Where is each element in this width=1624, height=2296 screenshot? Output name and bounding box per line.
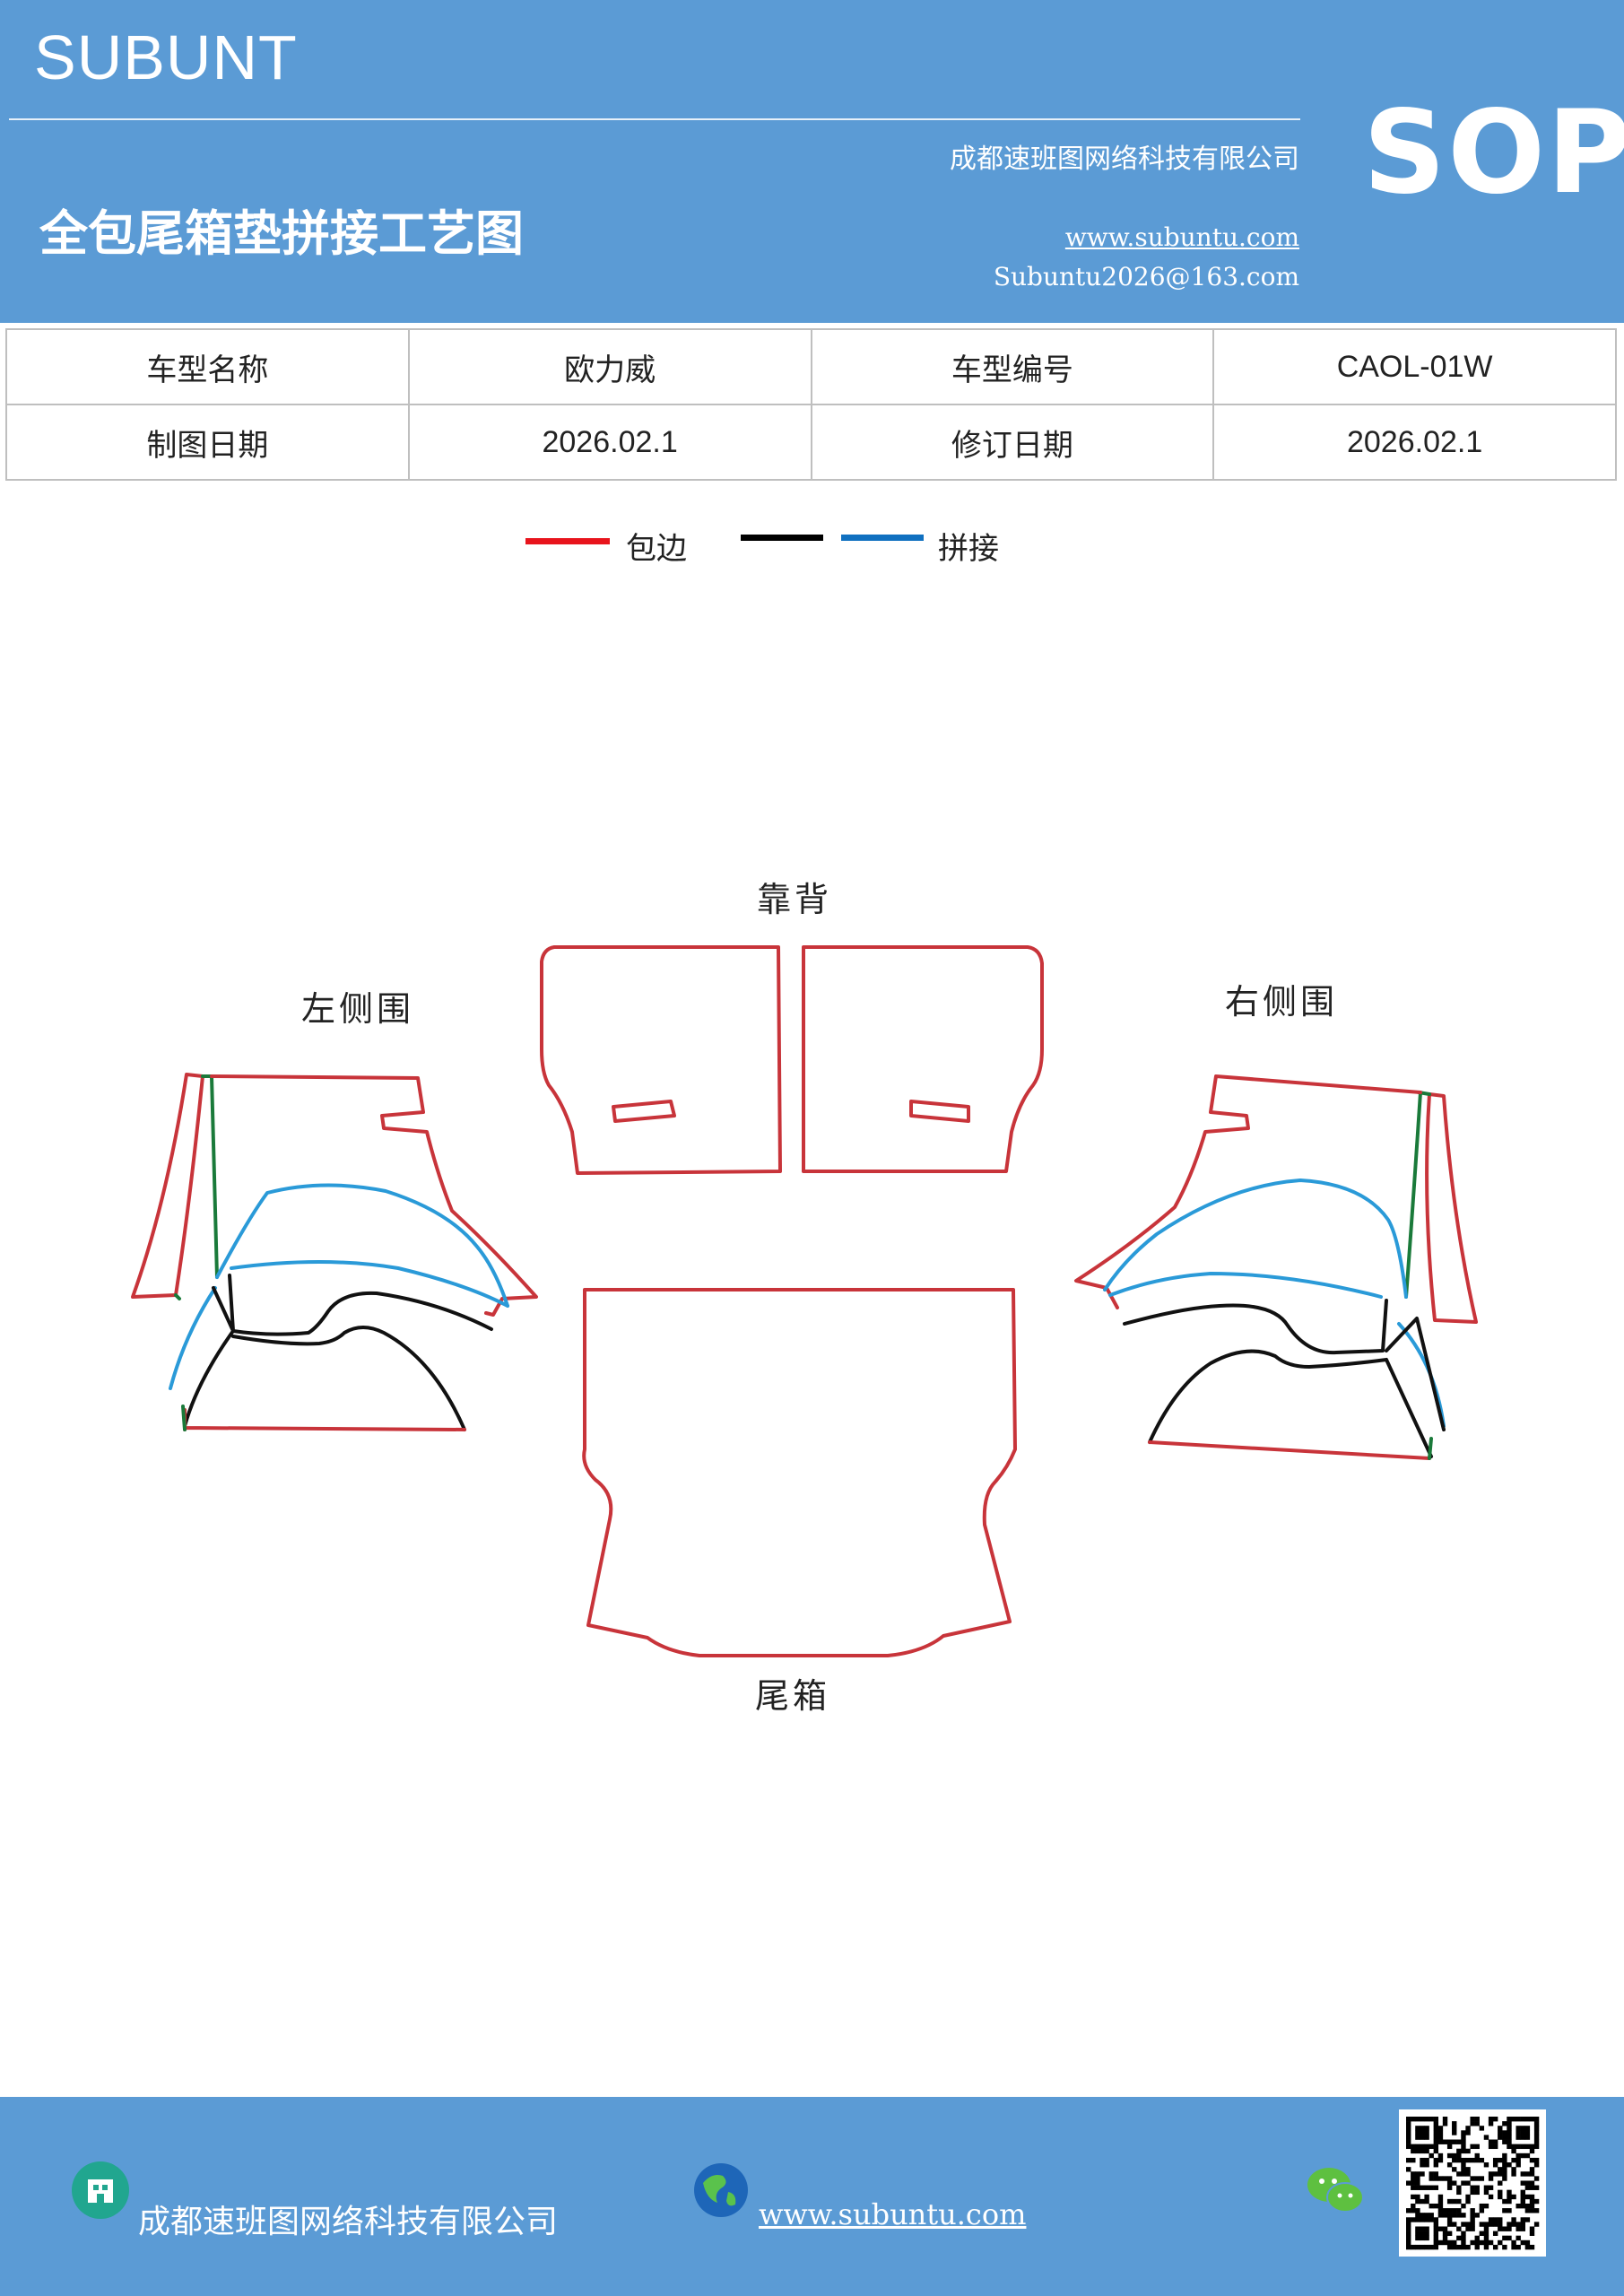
table-row: 车型名称 欧力威 车型编号 CAOL-01W <box>5 328 1617 405</box>
left-side-red-strip <box>131 1073 204 1299</box>
left-side-black-arch <box>183 1274 493 1431</box>
backrest-left-slot <box>612 1100 676 1123</box>
trunk-label: 尾箱 <box>755 1676 831 1716</box>
trunk-floor <box>582 1288 1017 1657</box>
model-name-label: 车型名称 <box>5 328 410 405</box>
legend-splice-swatch <box>841 535 924 541</box>
revise-date-value: 2026.02.1 <box>1212 404 1617 481</box>
model-name-value: 欧力威 <box>407 328 812 405</box>
header-divider <box>9 118 1300 120</box>
backrest-right-panel <box>802 945 1044 1173</box>
right-side-black-arch <box>1123 1299 1446 1458</box>
right-side-blue-arch <box>1103 1178 1408 1299</box>
draw-date-label: 制图日期 <box>5 404 410 481</box>
legend-edge-label: 包边 <box>626 531 687 567</box>
sop-badge: SOP <box>1363 86 1624 220</box>
model-code-value: CAOL-01W <box>1212 328 1617 405</box>
draw-date-value: 2026.02.1 <box>407 404 812 481</box>
right-side-bottom-green <box>1428 1437 1433 1460</box>
left-side-bottom <box>183 1408 466 1431</box>
right-side-red-strip <box>1425 1092 1478 1324</box>
left-side-blue-lower <box>169 1260 509 1390</box>
right-side-blue-lower <box>1108 1272 1446 1428</box>
building-icon <box>72 2161 129 2219</box>
footer-banner: 成都速班图网络科技有限公司 www.subuntu.com <box>0 2097 1624 2296</box>
footer-company: 成都速班图网络科技有限公司 <box>138 2204 559 2240</box>
left-side-label: 左侧围 <box>301 989 415 1029</box>
right-side-label: 右侧围 <box>1225 982 1339 1022</box>
globe-icon <box>694 2163 748 2217</box>
legend-black-swatch <box>741 535 823 541</box>
pattern-diagram <box>131 945 1478 1657</box>
header-banner: SUBUNT 成都速班图网络科技有限公司 全包尾箱垫拼接工艺图 www.subu… <box>0 0 1624 323</box>
right-side-bottom <box>1148 1440 1431 1460</box>
legend-splice-label: 拼接 <box>938 531 999 567</box>
right-side-upper <box>1074 1074 1422 1309</box>
wechat-icon <box>1307 2168 1364 2213</box>
backrest-left-panel <box>540 945 782 1175</box>
legend: 包边 拼接 <box>0 520 1624 583</box>
header-website-link[interactable]: www.subuntu.com <box>1064 222 1299 252</box>
left-side-upper <box>210 1074 538 1317</box>
model-code-label: 车型编号 <box>810 328 1215 405</box>
page-title: 全包尾箱垫拼接工艺图 <box>39 205 524 262</box>
qr-code[interactable] <box>1399 2109 1546 2257</box>
backrest-right-slot <box>909 1100 970 1123</box>
left-side-bottom-green <box>181 1405 187 1431</box>
revise-date-label: 修订日期 <box>810 404 1215 481</box>
legend-edge-swatch <box>525 538 610 544</box>
brand-name: SUBUNT <box>34 22 298 92</box>
info-table: 车型名称 欧力威 车型编号 CAOL-01W 制图日期 2026.02.1 修订… <box>5 328 1617 481</box>
table-row: 制图日期 2026.02.1 修订日期 2026.02.1 <box>5 404 1617 481</box>
footer-website-link[interactable]: www.subuntu.com <box>759 2197 1027 2231</box>
left-side-blue-arch <box>215 1183 509 1308</box>
header-email[interactable]: Subuntu2026@163.com <box>993 262 1299 291</box>
header-company: 成都速班图网络科技有限公司 <box>950 144 1299 175</box>
backrest-label: 靠背 <box>757 880 833 919</box>
